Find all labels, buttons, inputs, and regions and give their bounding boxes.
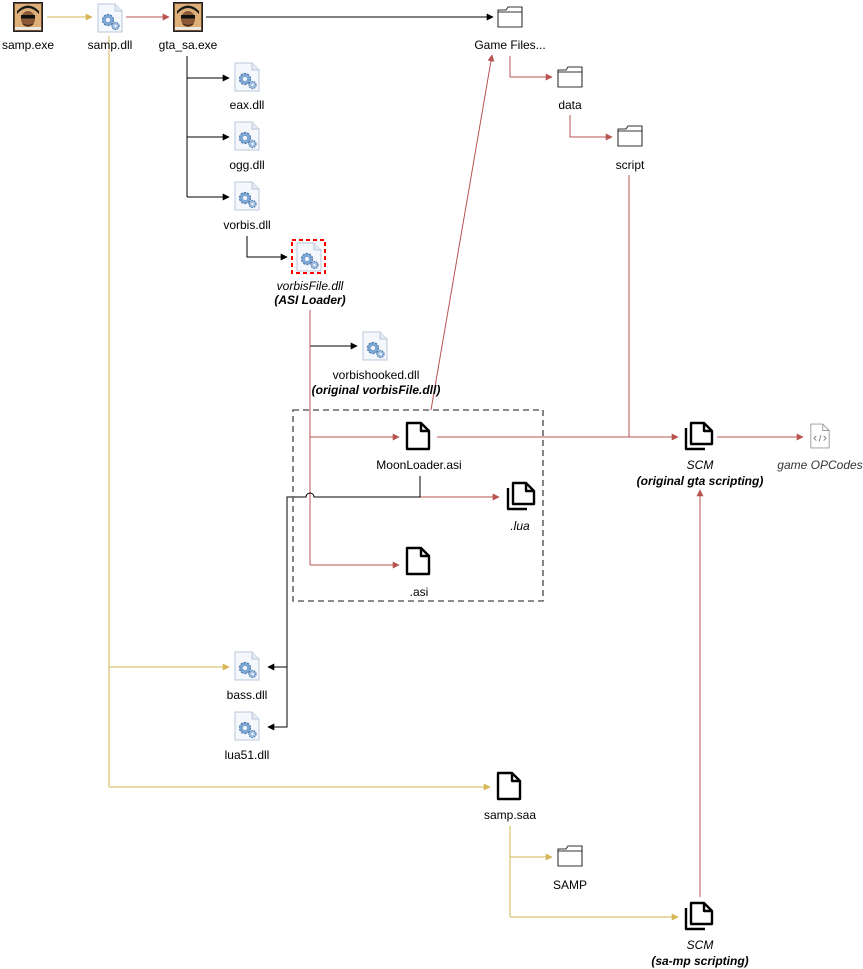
node-game-files[interactable]: Game Files...	[474, 6, 546, 52]
node-lua51-dll[interactable]: lua51.dll	[225, 711, 270, 762]
files-icon	[684, 421, 714, 451]
node-label: SCM	[687, 938, 714, 952]
folder-icon	[617, 125, 643, 147]
edge-moonloader-libs	[267, 476, 421, 731]
node-label: lua51.dll	[225, 748, 270, 762]
node-label: vorbishooked.dll	[333, 368, 420, 382]
node-label: MoonLoader.asi	[376, 458, 461, 472]
node-bass-dll[interactable]: bass.dll	[227, 651, 268, 702]
node-lua[interactable]: .lua	[506, 481, 536, 533]
node-ogg-dll[interactable]: ogg.dll	[229, 121, 265, 172]
node-sublabel: (sa-mp scripting)	[651, 954, 748, 968]
node-label: samp.saa	[484, 808, 536, 822]
node-samp-exe[interactable]: samp.exe	[2, 2, 54, 53]
node-samp-folder[interactable]: SAMP	[553, 845, 587, 892]
node-label: samp.dll	[88, 38, 133, 52]
node-data[interactable]: data	[557, 66, 583, 112]
node-label: SCM	[687, 458, 714, 472]
node-asi[interactable]: .asi	[405, 546, 431, 599]
node-label: vorbis.dll	[223, 218, 270, 232]
file-icon	[405, 421, 431, 451]
code-file-icon	[810, 423, 830, 449]
node-vorbis-dll[interactable]: vorbis.dll	[223, 181, 271, 232]
dll-gear-icon	[362, 331, 388, 361]
node-sublabel: (original vorbisFile.dll)	[312, 383, 441, 397]
edges	[47, 13, 804, 921]
asi-loader-highlight	[291, 239, 326, 274]
gta-portrait-icon	[173, 2, 203, 32]
dll-gear-icon	[97, 3, 123, 33]
node-sublabel: (original gta scripting)	[637, 474, 764, 488]
dll-gear-icon	[234, 62, 260, 92]
node-label: data	[558, 98, 582, 112]
file-icon	[496, 771, 522, 801]
node-label: .asi	[410, 585, 429, 599]
edge-moonloader-lua	[419, 476, 500, 501]
node-eax-dll[interactable]: eax.dll	[230, 62, 265, 112]
node-samp-dll[interactable]: samp.dll	[88, 3, 133, 52]
node-label: vorbisFile.dll	[277, 279, 344, 293]
edge-vorbis-vorbisfile	[246, 236, 288, 261]
node-moonloader-asi[interactable]: MoonLoader.asi	[376, 421, 462, 472]
file-icon	[405, 546, 431, 576]
node-label: .lua	[510, 519, 530, 533]
dll-gear-icon	[234, 711, 260, 741]
files-icon	[506, 481, 536, 511]
node-sublabel: (ASI Loader)	[274, 293, 345, 307]
edge-data-script	[569, 115, 613, 141]
dll-gear-icon	[234, 651, 260, 681]
node-scm-gta[interactable]: SCM (original gta scripting)	[637, 421, 764, 488]
node-gta-sa-exe[interactable]: gta_sa.exe	[159, 2, 218, 53]
dll-gear-icon	[234, 181, 260, 211]
node-script[interactable]: script	[616, 125, 645, 172]
node-label: script	[616, 158, 645, 172]
node-label: gta_sa.exe	[159, 38, 218, 52]
node-label: Game Files...	[474, 38, 545, 52]
files-icon	[684, 901, 714, 931]
node-label: eax.dll	[230, 98, 265, 112]
edge-moonloader-gamefiles	[430, 54, 495, 411]
edge-gamefiles-data	[509, 56, 553, 81]
node-vorbisfile-dll[interactable]: vorbisFile.dll (ASI Loader)	[274, 239, 346, 307]
node-label: samp.exe	[2, 38, 54, 52]
moonloader-group	[292, 409, 544, 602]
node-scm-samp[interactable]: SCM (sa-mp scripting)	[651, 901, 749, 968]
folder-icon	[497, 6, 523, 28]
node-label: bass.dll	[227, 688, 268, 702]
dll-gear-icon	[296, 242, 322, 272]
node-samp-saa[interactable]: samp.saa	[484, 771, 536, 822]
folder-icon	[557, 845, 583, 867]
node-label: ogg.dll	[229, 158, 264, 172]
node-vorbishooked-dll[interactable]: vorbishooked.dll (original vorbisFile.dl…	[312, 331, 441, 397]
gta-portrait-icon	[13, 2, 43, 32]
folder-icon	[557, 66, 583, 88]
node-label: SAMP	[553, 878, 587, 892]
node-game-opcodes[interactable]: game OPCodes	[777, 423, 863, 472]
dll-gear-icon	[234, 121, 260, 151]
node-label: game OPCodes	[777, 458, 862, 472]
